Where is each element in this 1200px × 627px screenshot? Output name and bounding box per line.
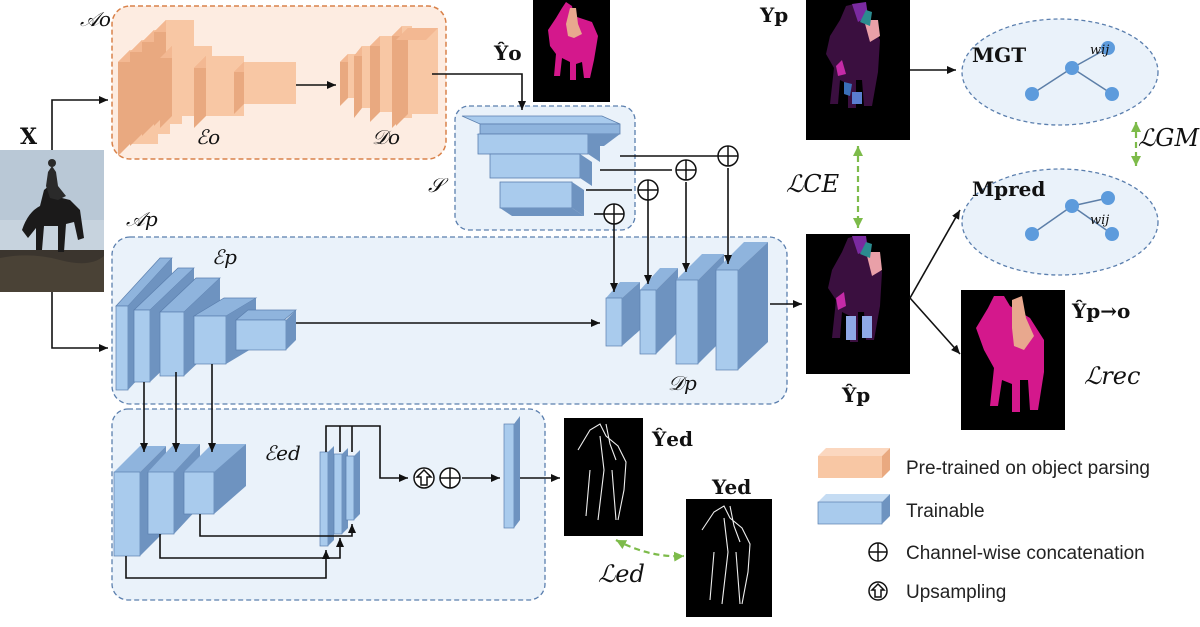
concat-icon xyxy=(439,467,461,489)
selector-label: 𝒮 xyxy=(428,173,449,197)
legend: Pre-trained on object parsing Trainable … xyxy=(817,448,1150,603)
legend-upsampling-icon xyxy=(868,581,888,601)
legend-upsampling-text: Upsampling xyxy=(906,582,1006,603)
graph-node xyxy=(1101,41,1115,55)
blue-slab xyxy=(499,181,584,216)
concat-icon xyxy=(717,145,739,167)
upsampling-icon xyxy=(413,467,435,489)
object-decoder-blocks xyxy=(340,26,438,128)
part-encoder-blocks xyxy=(115,257,297,391)
loss-ed-label: ℒed xyxy=(598,560,645,588)
legend-pretrained-swatch xyxy=(818,448,890,478)
loss-gm-label: ℒGM xyxy=(1138,124,1200,152)
graph-gt xyxy=(1025,41,1119,101)
blue-slab xyxy=(489,153,592,186)
edge-pred-label: Ŷed xyxy=(651,427,693,451)
legend-trainable-text: Trainable xyxy=(906,501,985,522)
part-encoder-label: ℰp xyxy=(212,245,237,269)
concat-icon xyxy=(637,179,659,201)
blue-thin-block xyxy=(319,446,334,547)
object-branch-label: 𝒜o xyxy=(80,7,111,31)
part-branch-label: 𝒜p xyxy=(126,207,158,231)
blue-block xyxy=(235,309,297,351)
blue-thin-block xyxy=(503,416,520,529)
blue-block xyxy=(639,268,678,355)
loss-arrows xyxy=(615,122,1141,562)
edge-pred-image xyxy=(564,418,643,536)
object-decoder-label: 𝒟o xyxy=(372,125,400,149)
object-output-label: Ŷo xyxy=(493,41,522,65)
graph-node xyxy=(1025,87,1039,101)
legend-trainable-swatch xyxy=(817,494,890,525)
concat-icon xyxy=(603,203,625,225)
part-gt-label: Yp xyxy=(759,3,788,27)
legend-pretrained-text: Pre-trained on object parsing xyxy=(906,458,1150,479)
blue-block xyxy=(183,444,246,515)
part-decoder-label: 𝒟p xyxy=(668,371,697,395)
concat-symbols xyxy=(413,145,739,489)
orange-block xyxy=(234,62,296,114)
graph-weight-pred-label: wij xyxy=(1090,213,1109,228)
legend-concat-icon xyxy=(868,542,888,562)
graph-node xyxy=(1065,61,1079,75)
blue-thin-block xyxy=(345,450,360,521)
orange-block xyxy=(396,28,438,126)
legend-concat-text: Channel-wise concatenation xyxy=(906,543,1145,564)
blue-slab xyxy=(476,133,600,162)
edge-encoder-blocks xyxy=(113,416,520,557)
blue-block xyxy=(605,282,640,347)
part-decoder-blocks xyxy=(605,242,768,371)
graph-pred-label: Mpred xyxy=(972,177,1045,201)
edge-gt-image xyxy=(686,499,772,617)
part-pred-label: Ŷp xyxy=(841,383,870,407)
object-encoder-label: ℰo xyxy=(196,125,220,149)
graph-gt-region xyxy=(961,18,1159,126)
selector-blocks xyxy=(461,115,621,216)
part-pred-image xyxy=(806,234,910,374)
part-to-object-image xyxy=(961,290,1065,430)
blue-block xyxy=(715,242,768,371)
part-gt-image xyxy=(806,0,910,140)
graph-node xyxy=(1105,87,1119,101)
input-label: X xyxy=(20,124,38,150)
graph-gt-label: MGT xyxy=(972,43,1026,67)
loss-ce-label: ℒCE xyxy=(786,170,840,198)
loss-rec-label: ℒrec xyxy=(1084,362,1140,390)
graph-node xyxy=(1025,227,1039,241)
concat-icon xyxy=(675,159,697,181)
part-branch-region xyxy=(111,236,788,405)
graph-pred xyxy=(1025,191,1119,241)
object-output-image xyxy=(533,0,610,102)
graph-node xyxy=(1065,199,1079,213)
connections xyxy=(51,66,961,579)
part-to-object-label: Ŷp→o xyxy=(1071,299,1130,323)
graph-node xyxy=(1101,191,1115,205)
object-encoder-blocks xyxy=(118,20,296,156)
graph-node xyxy=(1105,227,1119,241)
edge-gt-label: Yed xyxy=(711,475,751,499)
edge-encoder-label: ℰed xyxy=(264,441,301,465)
input-image xyxy=(0,150,104,292)
graph-weight-gt-label: wij xyxy=(1090,43,1109,58)
